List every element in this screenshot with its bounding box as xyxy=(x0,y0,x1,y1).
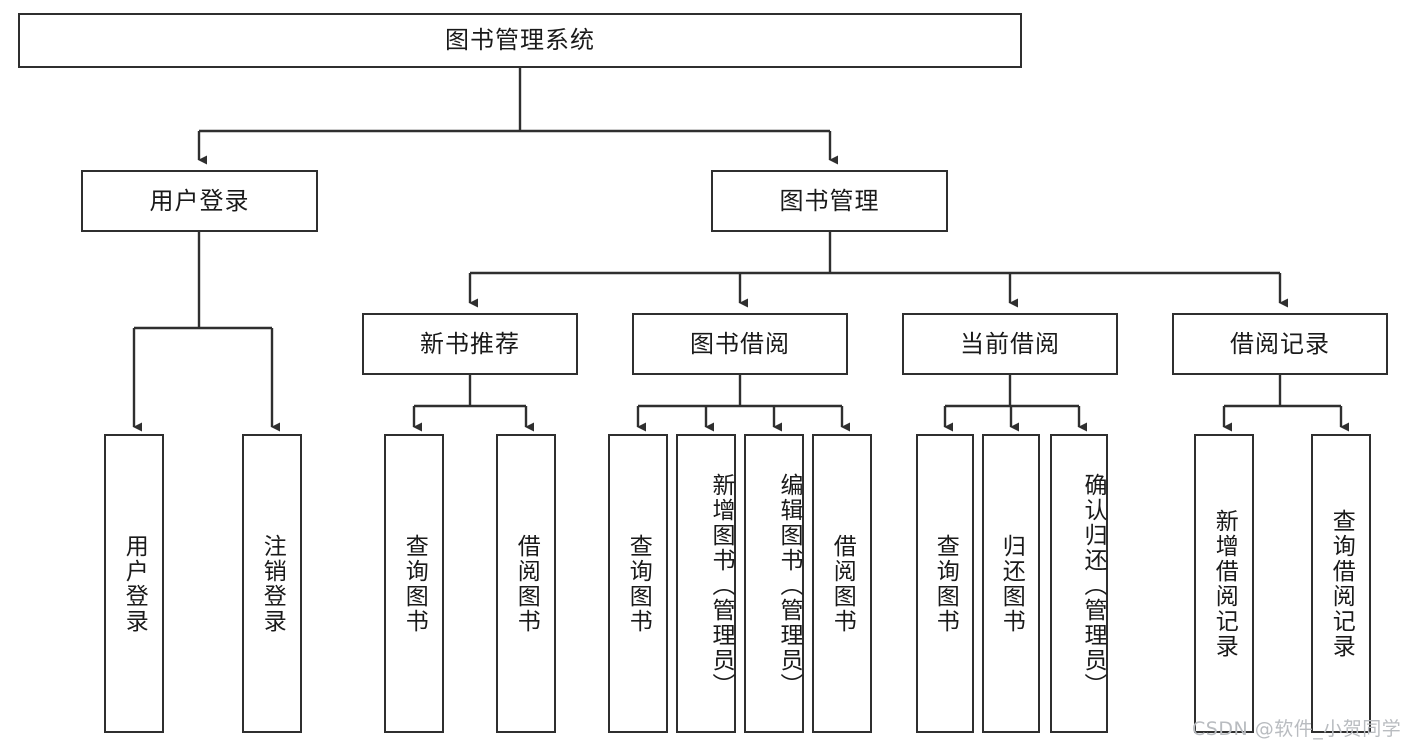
leaf-borrow-edit-book-admin[interactable]: 编辑图书（管理员） xyxy=(744,434,804,733)
node-borrow-record[interactable]: 借阅记录 xyxy=(1172,313,1388,375)
node-user-login[interactable]: 用户登录 xyxy=(81,170,318,232)
node-label: 新书推荐 xyxy=(420,329,520,358)
node-label: 借阅图书 xyxy=(513,533,540,634)
node-label: 当前借阅 xyxy=(960,329,1060,358)
node-label: 图书管理系统 xyxy=(445,26,595,55)
leaf-borrow-borrow-book[interactable]: 借阅图书 xyxy=(812,434,872,733)
node-label: 图书管理 xyxy=(779,186,880,215)
node-current-borrow[interactable]: 当前借阅 xyxy=(902,313,1118,375)
node-label: 查询图书 xyxy=(932,533,959,634)
node-label: 编辑图书（管理员） xyxy=(776,473,802,698)
leaf-user-login-signin[interactable]: 用户登录 xyxy=(104,434,164,733)
leaf-borrow-add-book-admin[interactable]: 新增图书（管理员） xyxy=(676,434,736,733)
leaf-recommend-query-book[interactable]: 查询图书 xyxy=(384,434,444,733)
node-label: 借阅图书 xyxy=(829,533,856,634)
node-label: 用户登录 xyxy=(149,186,250,215)
node-new-book-recommend[interactable]: 新书推荐 xyxy=(362,313,578,375)
node-label: 归还图书 xyxy=(998,533,1025,634)
node-label: 新增借阅记录 xyxy=(1211,508,1238,659)
node-book-management[interactable]: 图书管理 xyxy=(711,170,948,232)
leaf-record-add-record[interactable]: 新增借阅记录 xyxy=(1194,434,1254,733)
node-label: 查询图书 xyxy=(625,533,652,634)
leaf-current-confirm-return-admin[interactable]: 确认归还（管理员） xyxy=(1050,434,1108,733)
node-root-system[interactable]: 图书管理系统 xyxy=(18,13,1022,68)
node-label: 确认归还（管理员） xyxy=(1080,473,1106,698)
node-label: 查询图书 xyxy=(401,533,428,634)
node-label: 图书借阅 xyxy=(690,329,790,358)
leaf-current-query-book[interactable]: 查询图书 xyxy=(916,434,974,733)
leaf-user-login-signout[interactable]: 注销登录 xyxy=(242,434,302,733)
leaf-borrow-query-book[interactable]: 查询图书 xyxy=(608,434,668,733)
node-label: 新增图书（管理员） xyxy=(708,473,734,698)
leaf-recommend-borrow-book[interactable]: 借阅图书 xyxy=(496,434,556,733)
node-label: 用户登录 xyxy=(121,533,148,634)
node-label: 借阅记录 xyxy=(1230,329,1330,358)
node-label: 注销登录 xyxy=(259,533,286,634)
leaf-record-query-record[interactable]: 查询借阅记录 xyxy=(1311,434,1371,733)
node-label: 查询借阅记录 xyxy=(1328,508,1355,659)
node-book-borrow[interactable]: 图书借阅 xyxy=(632,313,848,375)
leaf-current-return-book[interactable]: 归还图书 xyxy=(982,434,1040,733)
csdn-watermark: CSDN @软件_小贺同学 xyxy=(1192,718,1402,740)
